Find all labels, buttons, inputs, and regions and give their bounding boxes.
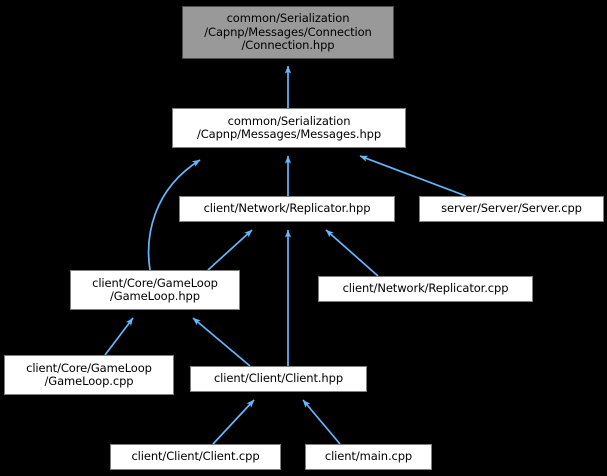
edge-client_hpp-to-gameloop_hpp: [192, 317, 251, 367]
graph-node-server_cpp[interactable]: server/Server/Server.cpp: [419, 196, 604, 222]
graph-node-messages_hpp[interactable]: common/Serialization /Capnp/Messages/Mes…: [172, 108, 406, 148]
graph-node-replicator_hpp[interactable]: client/Network/Replicator.hpp: [179, 196, 395, 222]
edge-client_cpp-to-client_hpp: [212, 399, 255, 445]
graph-node-main_cpp[interactable]: client/main.cpp: [305, 444, 432, 470]
edge-server_cpp-to-messages_hpp: [359, 155, 467, 197]
graph-node-connection_hpp[interactable]: common/Serialization /Capnp/Messages/Con…: [182, 6, 394, 59]
graph-node-client_cpp[interactable]: client/Client/Client.cpp: [110, 444, 281, 470]
graph-node-gameloop_hpp[interactable]: client/Core/GameLoop /GameLoop.hpp: [70, 270, 240, 310]
graph-node-replicator_cpp[interactable]: client/Network/Replicator.cpp: [318, 276, 533, 302]
edge-gameloop_cpp-to-gameloop_hpp: [104, 317, 134, 356]
graph-node-client_hpp[interactable]: client/Client/Client.hpp: [190, 366, 367, 392]
edge-replicator_cpp-to-replicator_hpp: [325, 229, 379, 277]
graph-node-gameloop_cpp[interactable]: client/Core/GameLoop /GameLoop.cpp: [4, 355, 174, 395]
edge-gameloop_hpp-to-replicator_hpp: [207, 229, 253, 271]
edge-main_cpp-to-client_hpp: [302, 399, 341, 445]
